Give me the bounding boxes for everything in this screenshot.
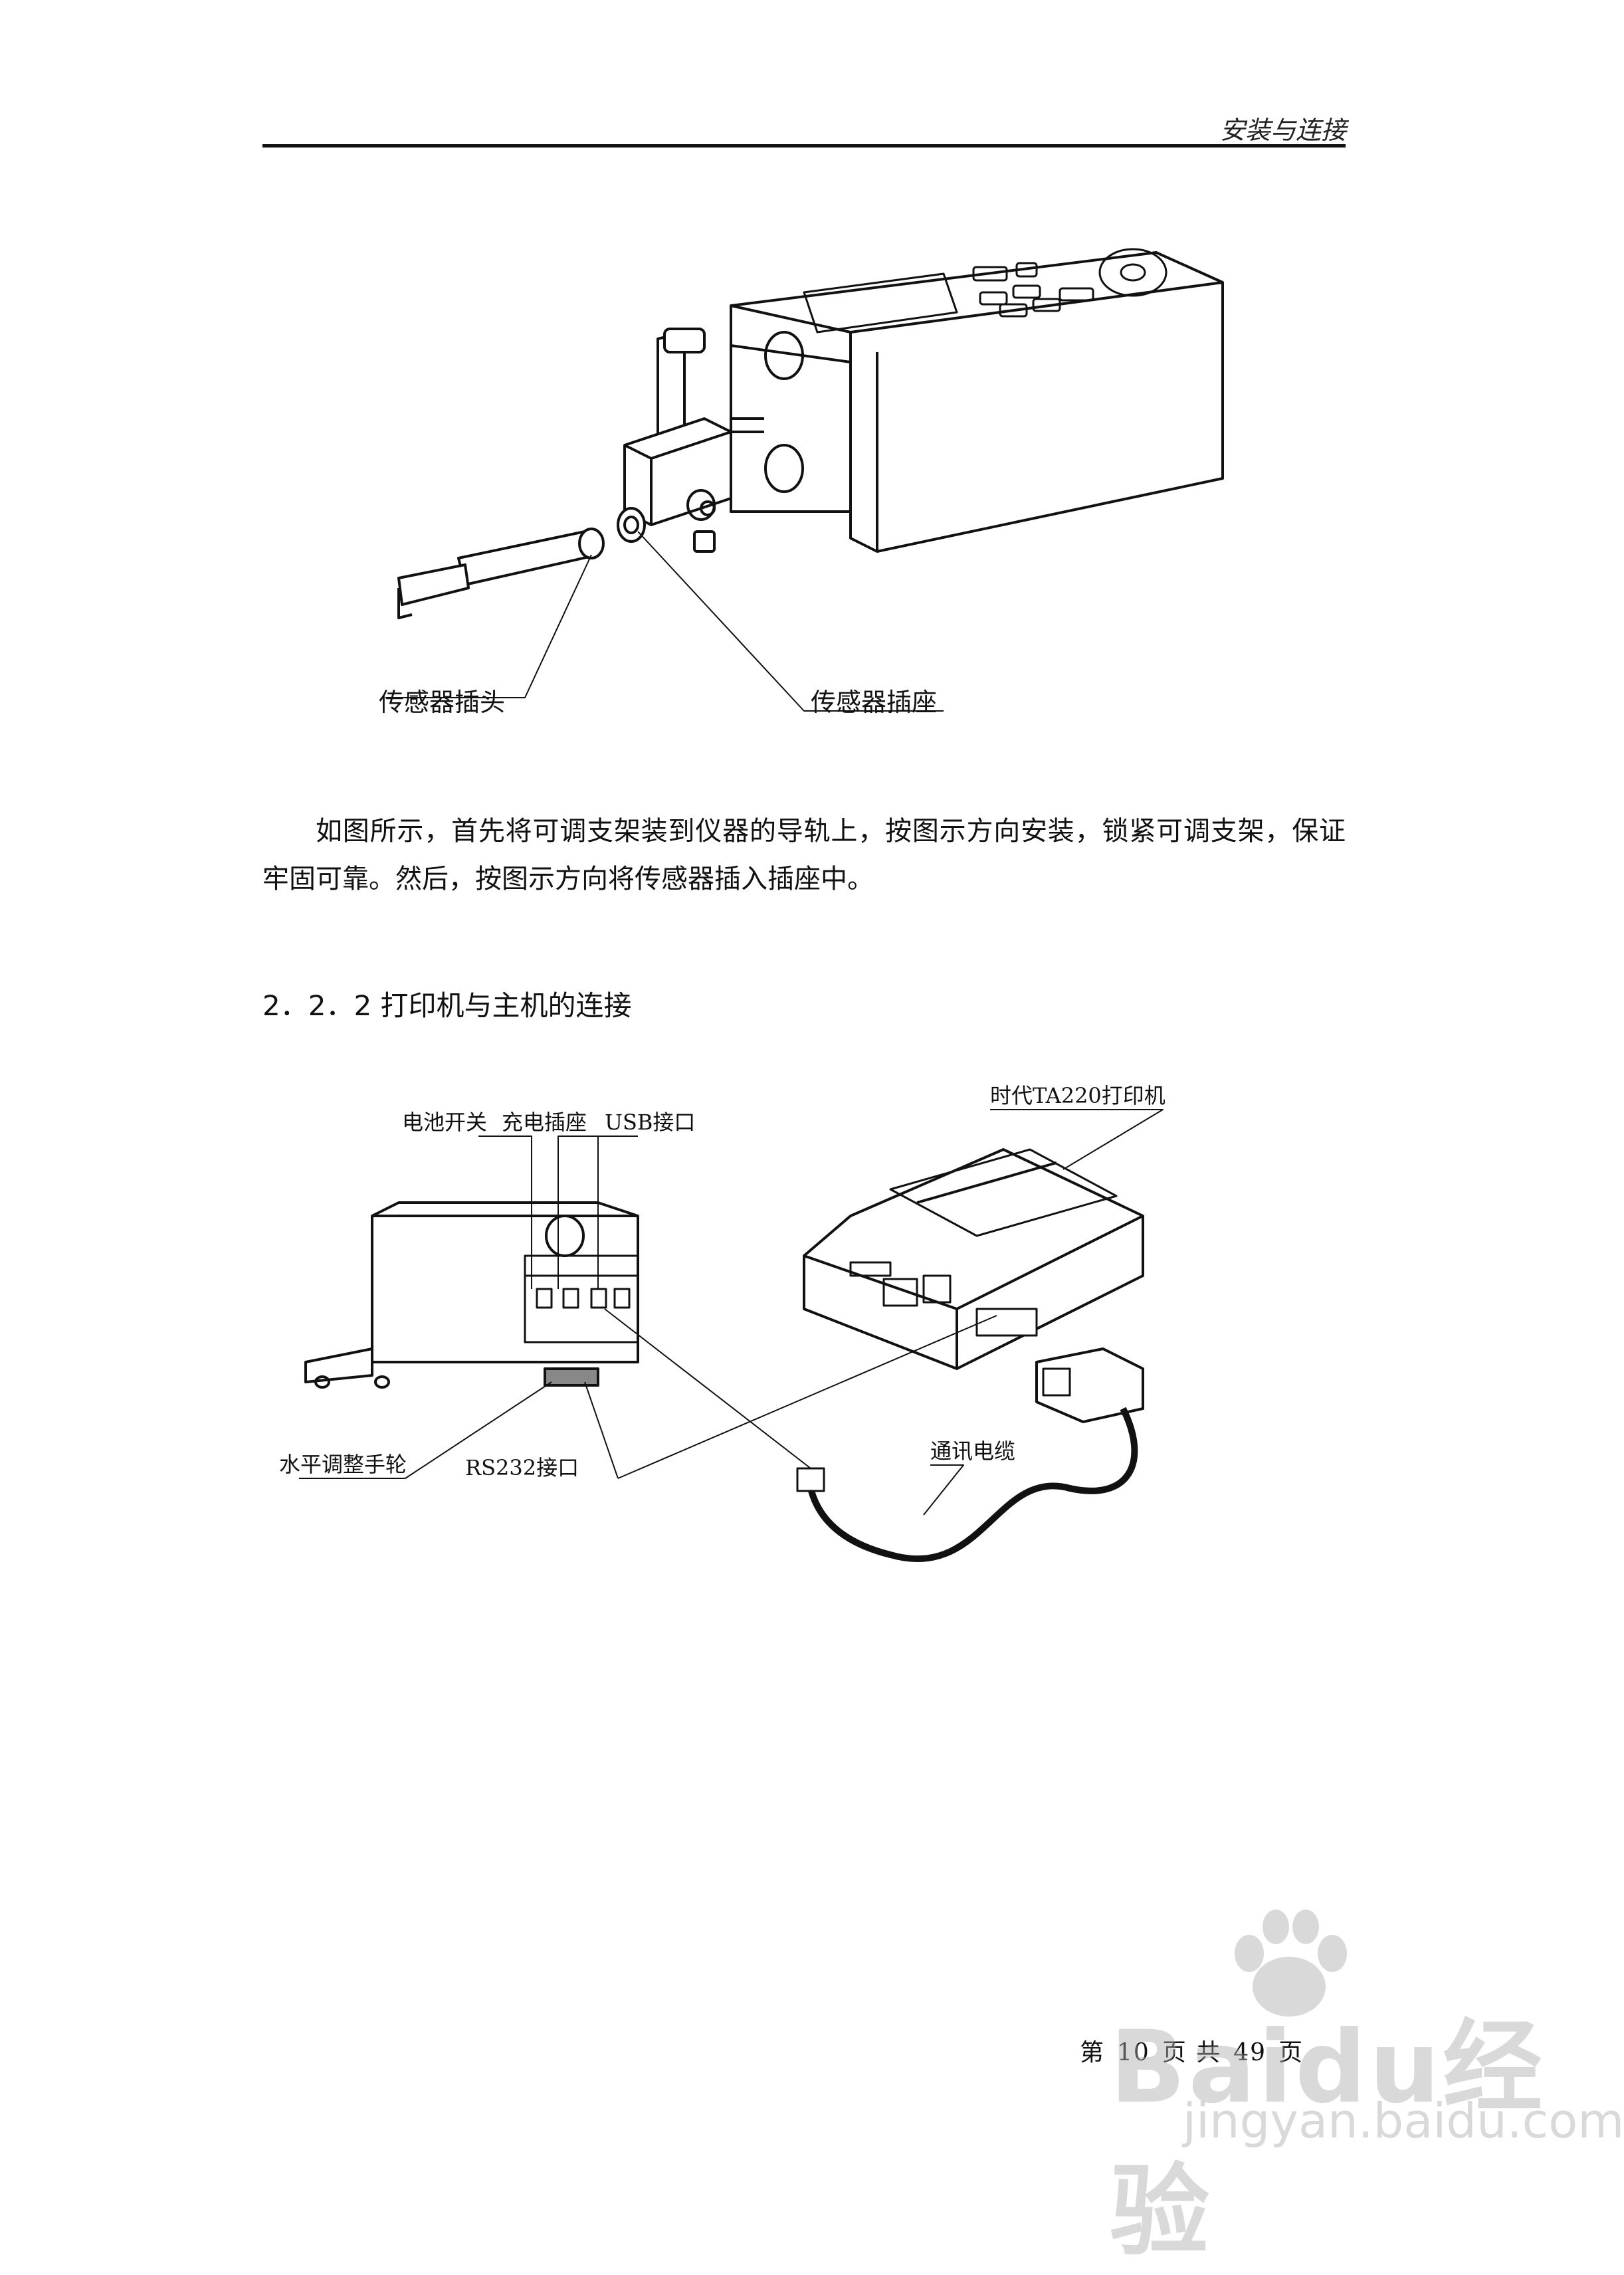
label-battery-switch: 电池开关 xyxy=(402,1110,487,1135)
label-usb-port: USB接口 xyxy=(605,1110,695,1135)
figure-sensor-install: 传感器插头 传感器插座 xyxy=(379,248,1224,717)
label-printer: 时代TA220打印机 xyxy=(990,1083,1166,1108)
label-cable: 通讯电缆 xyxy=(930,1438,1015,1464)
watermark-url: jingyan.baidu.com xyxy=(1183,2093,1624,2149)
section-heading: 2．2．2 打印机与主机的连接 xyxy=(262,989,632,1022)
level-wheel xyxy=(544,1367,599,1387)
instruction-paragraph: 如图所示，首先将可调支架装到仪器的导轨上，按图示方向安装，锁紧可调支架，保证牢固… xyxy=(262,807,1346,903)
footer-page-num: 10 xyxy=(1117,2039,1150,2066)
watermark-text: Baidu经验 xyxy=(1110,2010,1546,2270)
footer-page-mid: 页 共 xyxy=(1162,2039,1222,2066)
label-sensor-plug: 传感器插头 xyxy=(379,688,505,717)
figure-printer-connection: 电池开关 充电插座 USB接口 时代TA220打印机 水平调整手轮 RS232接… xyxy=(279,1083,1166,1563)
page-footer: 第 10 页 共 49 页 xyxy=(1080,2033,1316,2068)
footer-total: 49 xyxy=(1233,2039,1267,2066)
label-level-wheel: 水平调整手轮 xyxy=(279,1452,407,1477)
label-charge-socket: 充电插座 xyxy=(502,1110,587,1135)
sensor-plug xyxy=(457,530,599,586)
printer xyxy=(803,1148,1144,1370)
label-sensor-socket: 传感器插座 xyxy=(811,688,937,717)
paragraph-text: 如图所示，首先将可调支架装到仪器的导轨上，按图示方向安装，锁紧可调支架，保证牢固… xyxy=(262,816,1346,894)
label-rs232-port: RS232接口 xyxy=(465,1455,579,1480)
communication-cable xyxy=(807,1407,1138,1563)
header-title: 安装与连接 xyxy=(1219,116,1346,145)
baidu-paw-logo xyxy=(1235,1910,1347,2017)
footer-page-prefix: 第 xyxy=(1080,2039,1106,2066)
footer-page-suffix: 页 xyxy=(1278,2039,1304,2066)
header-rule xyxy=(262,144,1346,148)
instrument-screen xyxy=(803,272,958,334)
